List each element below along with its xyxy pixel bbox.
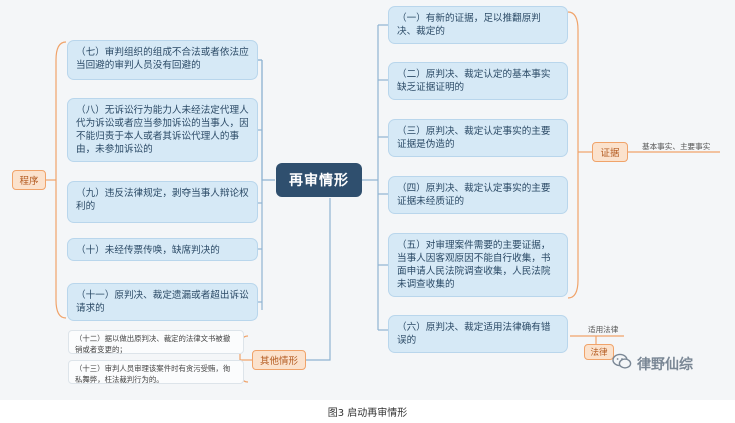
mindmap-canvas: 再审情形 （七）审判组织的组成不合法或者依法应当回避的审判人员没有回避的 （八）… xyxy=(0,0,735,400)
tag-other-label: 其他情形 xyxy=(259,356,298,367)
left-item-7: （七）审判组织的组成不合法或者依法应当回避的审判人员没有回避的 xyxy=(67,40,258,80)
other-item-13: （十三）审判人员审理该案件时有贪污受贿，徇私舞弊，枉法裁判行为的。 xyxy=(68,360,244,384)
left-item-9: （九）违反法律规定，剥夺当事人辩论权利的 xyxy=(67,181,258,223)
center-node: 再审情形 xyxy=(276,163,362,197)
watermark: 律野仙综 xyxy=(612,353,693,374)
right-item-4: （四）原判决、裁定认定事实的主要证据未经质证的 xyxy=(388,176,568,214)
tag-other: 其他情形 xyxy=(252,350,306,370)
connector-lines xyxy=(46,11,720,383)
left-item-8: （八）无诉讼行为能力人未经法定代理人代为诉讼或者应当参加诉讼的当事人，因不能归责… xyxy=(67,98,258,162)
left-item-11: （十一）原判决、裁定遗漏或者超出诉讼请求的 xyxy=(67,283,258,321)
figure-caption: 图3 启动再审情形 xyxy=(327,408,408,419)
tag-law: 法律 xyxy=(584,344,614,360)
tag-evidence-label: 证据 xyxy=(600,148,620,159)
tag-evidence: 证据 xyxy=(592,142,628,162)
right-item-6: （六）原判决、裁定适用法律确有错误的 xyxy=(388,315,568,353)
tag-law-label: 法律 xyxy=(590,348,608,358)
other-item-12: （十二）据以做出原判决、裁定的法律文书被撤销或者变更的； xyxy=(68,330,244,354)
left-item-10: （十）未经传票传唤，缺席判决的 xyxy=(67,238,258,261)
watermark-text: 律野仙综 xyxy=(637,356,693,373)
evidence-note: 基本事实、主要事实 xyxy=(642,142,711,151)
wechat-icon xyxy=(612,353,632,374)
center-label: 再审情形 xyxy=(289,173,349,189)
tag-procedure: 程序 xyxy=(12,170,46,190)
right-item-3: （三）原判决、裁定认定事实的主要证据是伪造的 xyxy=(388,119,568,157)
right-item-1: （一）有新的证据，足以推翻原判决、裁定的 xyxy=(388,6,568,44)
law-note: 适用法律 xyxy=(588,325,619,334)
tag-procedure-label: 程序 xyxy=(19,176,39,187)
right-item-2: （二）原判决、裁定认定的基本事实缺乏证据证明的 xyxy=(388,62,568,100)
right-item-5: （五）对审理案件需要的主要证据，当事人因客观原因不能自行收集，书面申请人民法院调… xyxy=(388,233,568,297)
